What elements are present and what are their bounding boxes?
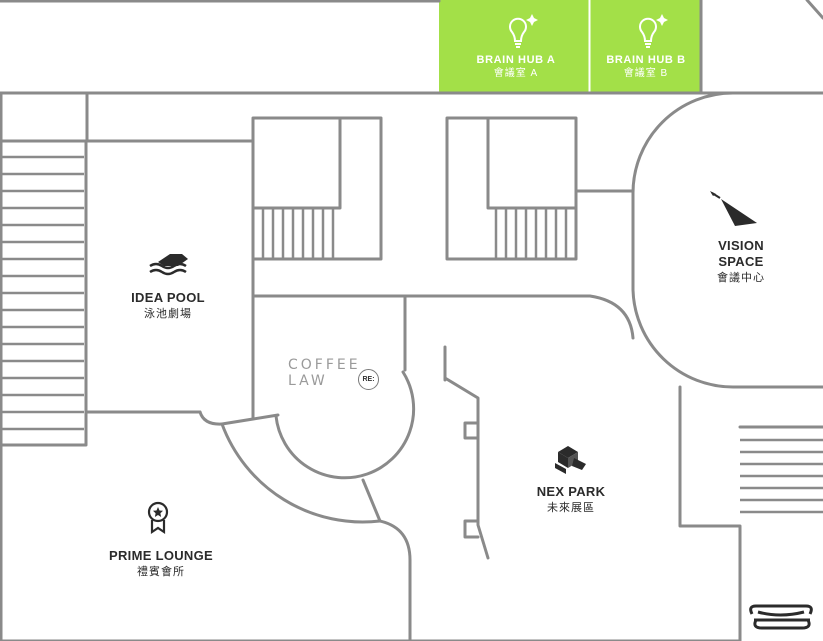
- coffee-law-line2: LAW: [288, 373, 328, 389]
- stairs-upper-left: [261, 208, 335, 259]
- coffee-law-label[interactable]: COFFEE LAW: [288, 357, 361, 389]
- nex-park-sub: 未來展區: [547, 502, 595, 514]
- brain-hub-b-sub: 會議室 B: [623, 68, 669, 79]
- prime-lounge-sub: 禮賓會所: [137, 566, 185, 578]
- idea-pool-sub: 泳池劇場: [143, 308, 192, 320]
- vision-space-label[interactable]: VISION SPACE 會議中心: [717, 238, 765, 286]
- re-badge: RE:: [358, 369, 379, 390]
- blocks-icon: [555, 446, 586, 474]
- idea-pool-label[interactable]: IDEA POOL 泳池劇場: [131, 290, 205, 322]
- brain-hub-a-name: BRAIN HUB A: [476, 54, 556, 66]
- prime-lounge-label[interactable]: PRIME LOUNGE 禮賓會所: [109, 548, 213, 580]
- vision-space-name-line1: VISION: [718, 238, 764, 253]
- idea-pool-name: IDEA POOL: [131, 290, 205, 305]
- vision-space-sub: 會議中心: [717, 272, 765, 284]
- brain-hub-b-label[interactable]: BRAIN HUB B 會議室 B: [606, 53, 685, 81]
- sofa-icon: [749, 604, 813, 630]
- nex-park-name: NEX PARK: [536, 484, 606, 499]
- display-rail: [443, 345, 490, 560]
- vision-space-name-line2: SPACE: [718, 254, 764, 269]
- lightbulb-icon: [639, 14, 668, 48]
- stairs-lower-right: [740, 438, 823, 514]
- award-badge-icon: [147, 501, 169, 535]
- lightbulb-icon: [509, 14, 538, 48]
- cursor-arrow-icon: [710, 191, 757, 226]
- brain-hub-a-label[interactable]: BRAIN HUB A 會議室 A: [477, 53, 556, 81]
- brain-hub-a-sub: 會議室 A: [493, 68, 539, 79]
- stairs-upper-right: [494, 208, 568, 259]
- nex-park-label[interactable]: NEX PARK 未來展區: [537, 484, 606, 516]
- pool-icon: [149, 254, 188, 276]
- stairs-left: [0, 155, 84, 431]
- brain-hub-a-room[interactable]: [439, 0, 589, 93]
- brain-hub-b-room[interactable]: [590, 0, 701, 93]
- coffee-law-line1: COFFEE: [288, 357, 361, 373]
- brain-hub-b-name: BRAIN HUB B: [606, 54, 686, 66]
- prime-lounge-name: PRIME LOUNGE: [109, 548, 213, 563]
